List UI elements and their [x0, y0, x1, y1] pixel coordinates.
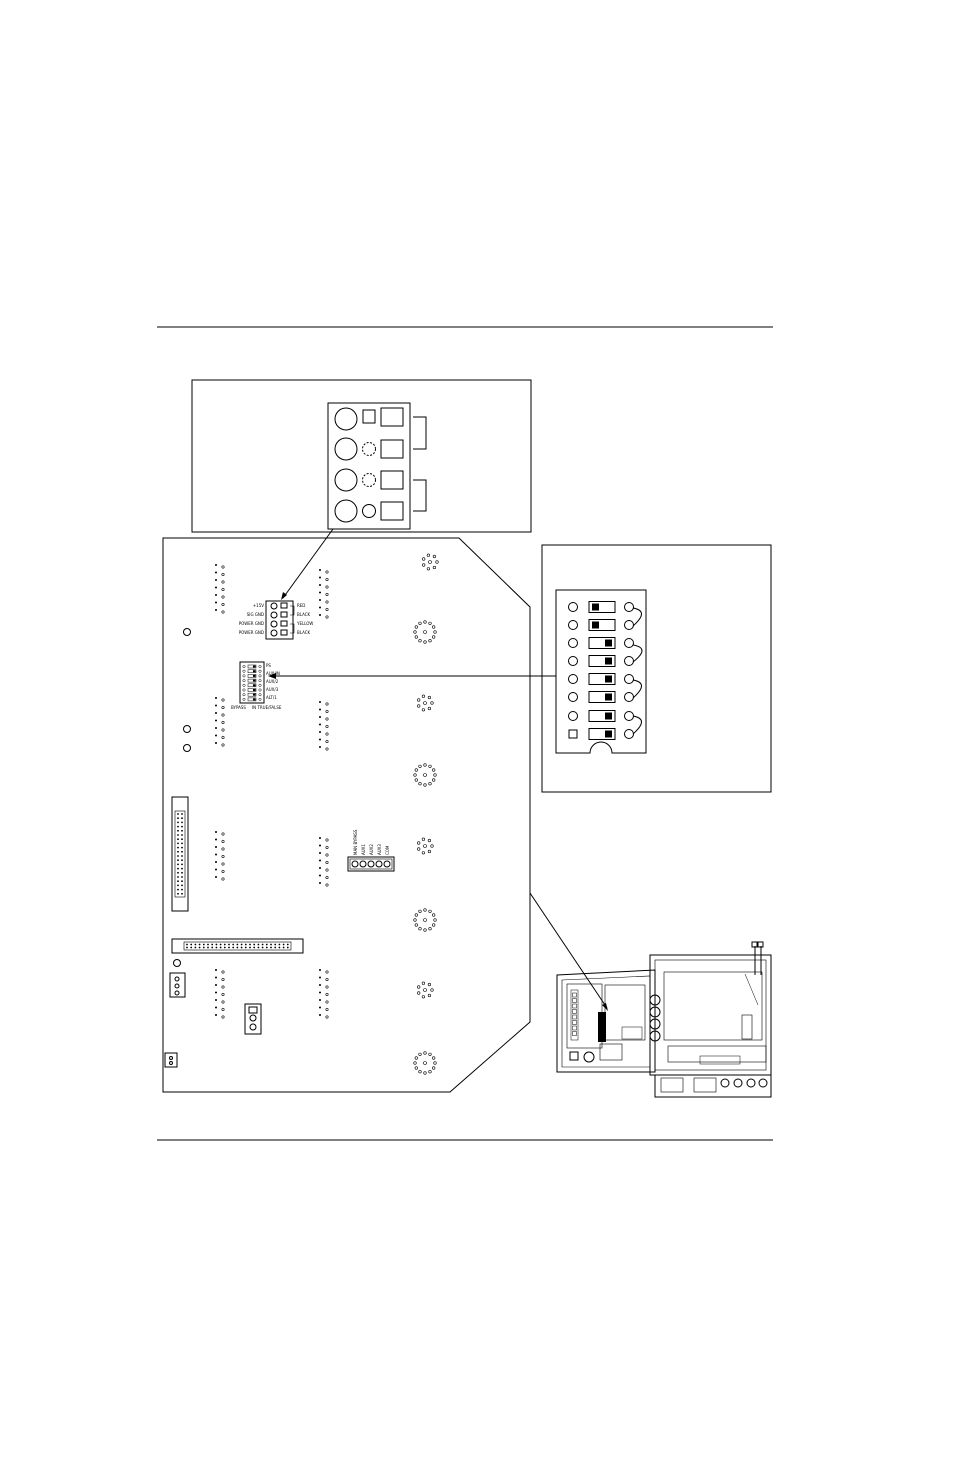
small-connector-left	[169, 972, 186, 998]
wire-label-4: BLACK	[297, 630, 311, 635]
pin-column	[215, 969, 225, 1019]
circuit-board: +15V SIG GND POWER GND POWER GND RED BLA…	[162, 537, 531, 1093]
switch-footer-left: BYPASS	[231, 705, 246, 710]
pad-cluster	[417, 981, 434, 999]
switch-row	[568, 655, 634, 667]
switch-row	[568, 637, 634, 649]
wire-label-1: RED	[297, 603, 305, 608]
switch-row	[568, 673, 634, 685]
callout-power-arrow	[281, 592, 287, 600]
switch-label-5: ALT/1	[266, 695, 277, 700]
terminal-label-3: AUX2	[369, 844, 374, 855]
wire-label-2: BLACK	[297, 612, 311, 617]
pad-cluster	[422, 553, 439, 571]
corner-connector	[164, 1052, 178, 1068]
terminal-label-4: AUX3	[377, 844, 382, 855]
switch-row	[568, 728, 634, 740]
power-label-3: POWER GND	[239, 621, 264, 626]
callout-switch-arrow	[268, 673, 276, 679]
switch-label-2: AUX/IN	[266, 671, 280, 676]
pin-column	[319, 837, 329, 887]
pad-cluster	[413, 1051, 437, 1075]
wire-label-3: YELLOW	[296, 621, 313, 626]
callout-power-line	[282, 528, 334, 599]
switch-footer-right: IN TRUE/FALSE	[252, 705, 282, 710]
switch-label-1: PS	[266, 663, 271, 668]
enclosure-illustration	[556, 941, 772, 1098]
board-switch-block: PS AUX/IN AUX/2 AUX/3 ALT/1 BYPASS IN TR…	[231, 661, 282, 710]
pin-column	[215, 564, 225, 614]
switch-row	[568, 710, 634, 722]
mounting-holes	[173, 628, 191, 967]
power-label-4: POWER GND	[239, 630, 264, 635]
switch-label-4: AUX/3	[266, 687, 279, 692]
terminal-label-1: MAN BYPASS	[353, 829, 358, 855]
switch-row	[568, 619, 634, 631]
power-label-1: +15V	[253, 603, 264, 608]
board-power-connector: +15V SIG GND POWER GND POWER GND RED BLA…	[239, 600, 313, 640]
terminal-label-5: COM	[385, 845, 390, 855]
pad-cluster	[417, 694, 434, 712]
pad-cluster	[413, 620, 437, 644]
pad-cluster	[413, 908, 437, 932]
switch-row	[568, 691, 634, 703]
terminal-block: MAN BYPASS AUX1 AUX2 AUX3 COM	[347, 829, 395, 872]
pin-column	[319, 969, 329, 1019]
pin-column	[215, 831, 225, 881]
pad-cluster	[413, 763, 437, 787]
terminal-label-2: AUX1	[361, 844, 366, 855]
pin-column	[319, 701, 329, 751]
callout-enclosure-line	[529, 892, 608, 1009]
pin-column	[319, 569, 329, 619]
power-connector-inset	[191, 379, 532, 533]
horizontal-ribbon-connector	[171, 938, 304, 954]
switch-label-3: AUX/2	[266, 679, 279, 684]
pin-column	[215, 697, 225, 747]
switch-inset	[541, 544, 772, 793]
vertical-ribbon-connector	[171, 796, 189, 912]
switch-row	[568, 601, 634, 613]
small-connector-middle	[244, 1003, 262, 1035]
pad-cluster	[417, 837, 434, 855]
power-label-2: SIG GND	[247, 612, 264, 617]
